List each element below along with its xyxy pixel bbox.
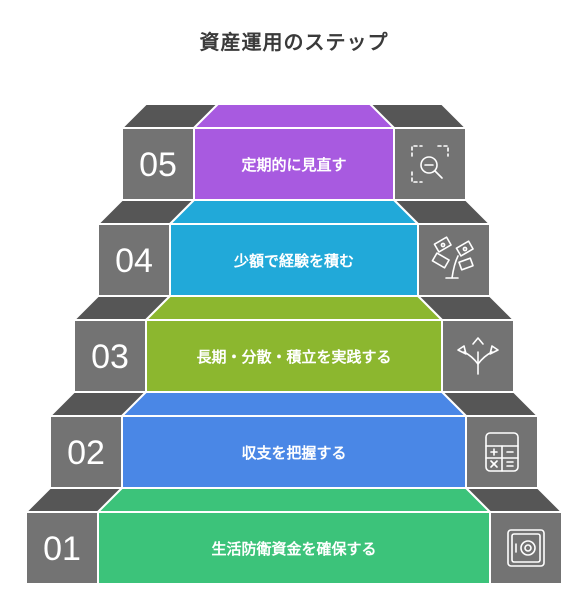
right-block-front: [393, 127, 467, 201]
step-number: 05: [139, 146, 177, 184]
center-top-face: [191, 103, 397, 129]
center-front-face: [145, 319, 443, 393]
safe-icon: [507, 529, 545, 567]
center-front-face: [121, 415, 467, 489]
left-block-front: [97, 223, 171, 297]
step-number: 01: [43, 530, 81, 568]
step-01: 01 生活防衛資金を確保する: [23, 487, 565, 585]
step-02: 02 収支を把握する: [47, 391, 541, 489]
center-front-face: [169, 223, 419, 297]
center-top-face: [143, 295, 445, 321]
center-top-face: [167, 199, 421, 225]
center-front-face: [193, 127, 395, 201]
step-label: 生活防衛資金を確保する: [211, 540, 376, 558]
center-top-face: [119, 391, 469, 417]
left-block-front: [73, 319, 147, 393]
center-front-face: [97, 511, 491, 585]
diverging-arrows-icon: [457, 337, 499, 375]
step-number: 02: [67, 434, 105, 472]
step-label: 収支を把握する: [241, 444, 346, 462]
calculator-icon: [485, 432, 519, 472]
diagram-title: 資産運用のステップ: [199, 30, 389, 54]
left-block-front: [49, 415, 123, 489]
right-block-front: [417, 223, 491, 297]
left-block-front: [121, 127, 195, 201]
magnifier-icon: [411, 145, 449, 183]
step-05: 05 定期的に見直す: [119, 103, 469, 201]
step-number: 04: [115, 242, 153, 280]
step-03: 03 長期・分散・積立を実践する: [71, 295, 517, 393]
center-top-face: [95, 487, 493, 513]
step-04: 04 少額で経験を積む: [95, 199, 493, 297]
right-block-front: [489, 511, 563, 585]
step-label: 長期・分散・積立を実践する: [196, 348, 391, 366]
left-block-front: [25, 511, 99, 585]
step-label: 定期的に見直す: [241, 156, 346, 174]
money-plant-icon: [431, 236, 474, 279]
step-label: 少額で経験を積む: [233, 252, 354, 270]
step-number: 03: [91, 338, 129, 376]
